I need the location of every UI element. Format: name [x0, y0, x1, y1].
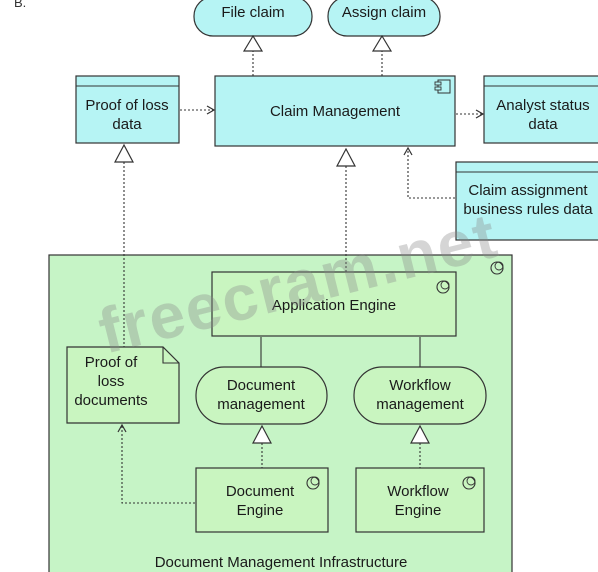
proof-docs-label-2: loss — [98, 373, 125, 390]
document-management-service[interactable] — [195, 366, 328, 425]
analyst-status-data[interactable] — [483, 75, 598, 144]
analyst-status-label-2: data — [528, 116, 558, 133]
claim-assignment-label-1: Claim assignment — [468, 182, 588, 199]
proof-of-loss-triangle — [114, 143, 134, 163]
claim-assignment-label-2: business rules data — [463, 201, 593, 218]
proof-of-loss-label-2: data — [112, 116, 142, 133]
system-software-icon — [306, 476, 320, 490]
workflow-management-label-1: Workflow — [389, 377, 451, 394]
claim-management-triangle — [336, 147, 356, 167]
document-management-label-1: Document — [227, 377, 296, 394]
claim-management-label: Claim Management — [270, 103, 401, 120]
node-icon — [490, 261, 504, 275]
file-claim-triangle — [242, 34, 264, 52]
system-software-icon-inner — [310, 476, 320, 486]
analyst-status-label-1: Analyst status — [496, 97, 589, 114]
document-engine[interactable] — [195, 467, 329, 533]
component-icon — [434, 79, 451, 94]
assign-claim-label: Assign claim — [342, 4, 426, 21]
system-software-icon-inner — [466, 476, 476, 486]
application-engine-label: Application Engine — [272, 297, 396, 314]
claim-assignment-data[interactable] — [455, 161, 598, 241]
workflow-engine-label-1: Workflow — [387, 483, 449, 500]
document-management-triangle — [252, 424, 272, 444]
document-management-label-2: management — [217, 396, 305, 413]
claim-assignment-access — [403, 146, 455, 199]
proof-of-loss-documents[interactable] — [66, 346, 180, 424]
workflow-management-label-2: management — [376, 396, 464, 413]
proof-of-loss-data[interactable] — [75, 75, 180, 144]
system-software-icon-inner — [440, 280, 450, 290]
document-engine-label-2: Engine — [237, 502, 284, 519]
assign-claim-service[interactable] — [327, 0, 441, 37]
workflow-management-triangle — [410, 424, 430, 444]
node-icon-inner — [494, 261, 504, 271]
corner-label: B. — [14, 0, 26, 10]
proof-docs-label-1: Proof of — [85, 354, 138, 371]
file-claim-label: File claim — [221, 4, 284, 21]
infrastructure-label: Document Management Infrastructure — [155, 554, 408, 571]
assign-claim-triangle — [371, 34, 393, 52]
document-engine-label-1: Document — [226, 483, 295, 500]
claim-management-component[interactable] — [214, 75, 456, 147]
document-engine-access — [117, 423, 195, 504]
artifact-fold — [162, 347, 179, 364]
system-software-icon — [462, 476, 476, 490]
system-software-icon — [436, 280, 450, 294]
workflow-engine-label-2: Engine — [395, 502, 442, 519]
workflow-engine[interactable] — [355, 467, 485, 533]
proof-of-loss-label-1: Proof of loss — [85, 97, 168, 114]
proof-docs-label-3: documents — [74, 392, 147, 409]
application-engine[interactable] — [211, 271, 457, 337]
workflow-management-service[interactable] — [353, 366, 487, 425]
